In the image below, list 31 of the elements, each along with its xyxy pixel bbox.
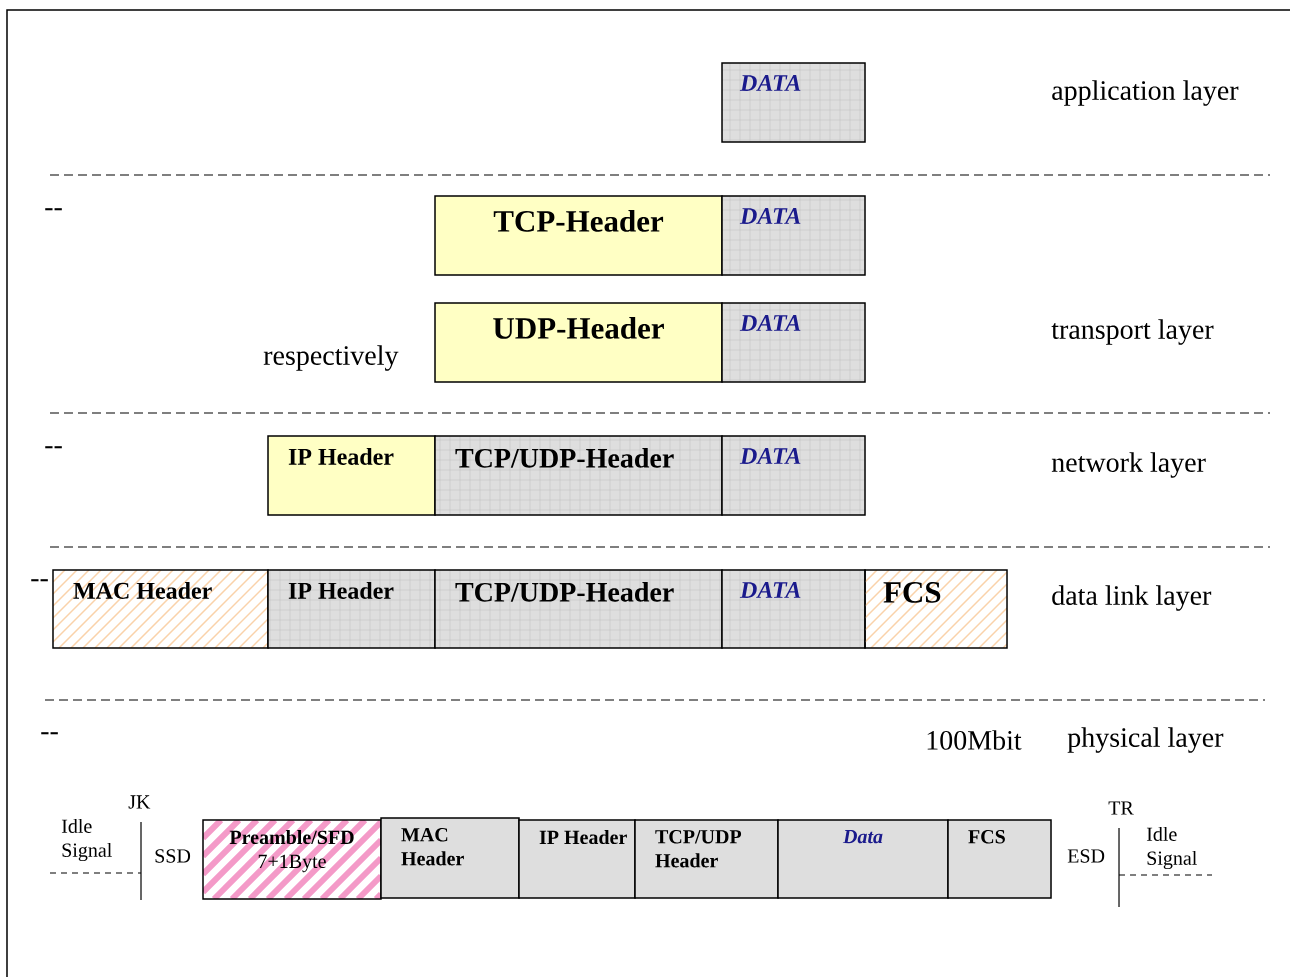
frame-field-box: FCS: [947, 819, 1052, 899]
data-field-box: DATA: [721, 435, 866, 516]
header-box: TCP-Header: [434, 195, 723, 276]
label-text: transport layer: [1051, 319, 1214, 345]
data-field-box: DATA: [721, 195, 866, 276]
label-text: 100Mbit: [927, 730, 1022, 750]
label-text: physical layer: [1067, 727, 1224, 753]
label-text: respectively: [263, 345, 399, 371]
data-field-box: DATA: [721, 302, 866, 383]
data-field-box: DATA: [721, 569, 866, 649]
header-box: IP Header: [267, 435, 436, 516]
label-text: Idle Signal: [61, 818, 112, 862]
label-text: network layer: [1051, 452, 1206, 478]
frame-field-box: FCS: [864, 569, 1008, 649]
preamble-box: Preamble/SFD 7+1Byte: [202, 819, 382, 900]
label-text: TR: [1108, 801, 1134, 815]
label-text: JK: [128, 795, 151, 809]
frame-field-box: MAC Header: [52, 569, 269, 649]
frame-field-box: TCP/UDP Header: [634, 819, 779, 899]
data-field-box: IP Header: [267, 569, 436, 649]
data-field-box: DATA: [721, 62, 866, 143]
label-text: --: [45, 208, 62, 211]
frame-field-box: MAC Header: [380, 817, 520, 899]
label-text: --: [45, 446, 62, 449]
label-text: data link layer: [1052, 585, 1212, 611]
frame-field-box: IP Header: [518, 819, 636, 899]
header-box: UDP-Header: [434, 302, 723, 383]
label-text: application layer: [1052, 80, 1239, 106]
label-text: Idle Signal: [1146, 826, 1197, 870]
frame-field-box: Data: [777, 819, 949, 899]
label-text: --: [41, 732, 58, 735]
